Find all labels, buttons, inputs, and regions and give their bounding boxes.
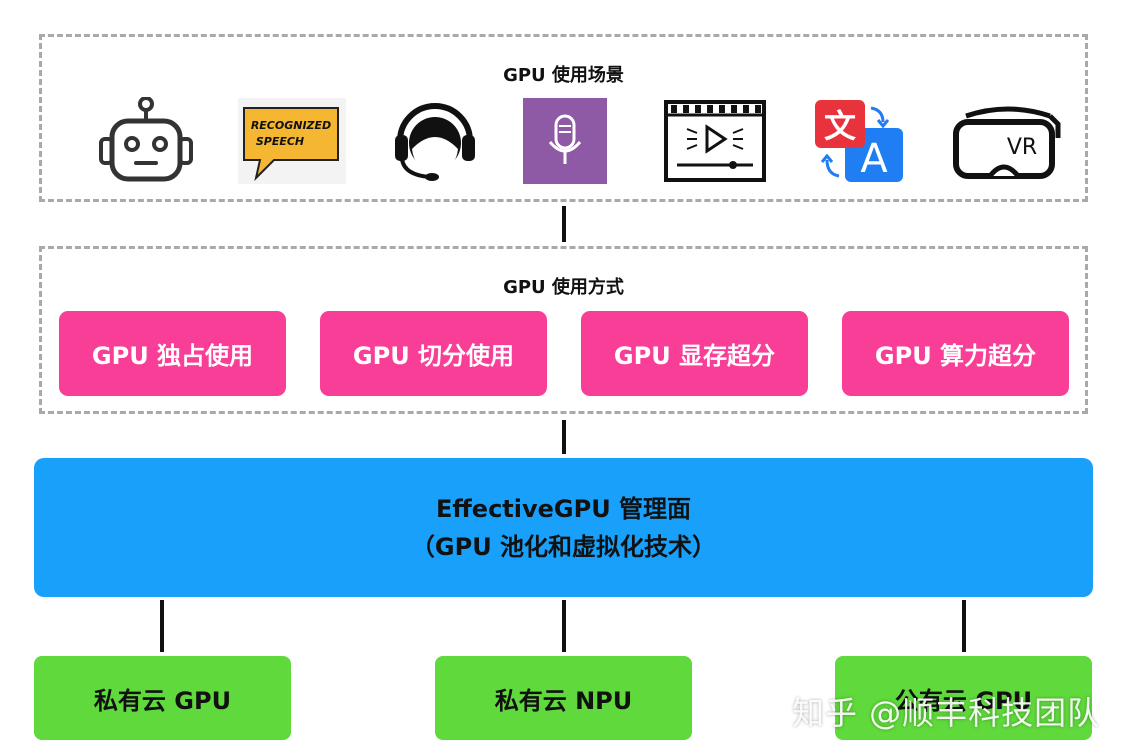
mode-exclusive-button[interactable]: GPU 独占使用 bbox=[59, 311, 286, 396]
management-title: EffectiveGPU 管理面 bbox=[435, 494, 692, 523]
vr-label: VR bbox=[1007, 135, 1037, 160]
speech-line1: RECOGNIZED bbox=[251, 119, 331, 132]
public-cloud-gpu[interactable]: 公有云 GPU bbox=[835, 656, 1092, 740]
mode-memory-oversub-button[interactable]: GPU 显存超分 bbox=[581, 311, 808, 396]
translate-en-glyph: A bbox=[860, 136, 888, 182]
robot-icon bbox=[96, 97, 196, 185]
translate-zh-glyph: 文 bbox=[824, 107, 856, 145]
mode-compute-oversub-button[interactable]: GPU 算力超分 bbox=[842, 311, 1069, 396]
connector-private-gpu bbox=[160, 600, 164, 652]
video-player-icon bbox=[663, 97, 767, 185]
modes-title: GPU 使用方式 bbox=[503, 277, 624, 298]
scenarios-title: GPU 使用场景 bbox=[503, 65, 624, 86]
connector-private-npu bbox=[562, 600, 566, 652]
headset-support-icon bbox=[390, 97, 480, 185]
microphone-icon bbox=[523, 97, 607, 185]
speech-line2: SPEECH bbox=[256, 135, 304, 148]
zhihu-watermark: 知乎 @顺丰科技团队 bbox=[792, 694, 1101, 732]
mode-partition-button[interactable]: GPU 切分使用 bbox=[320, 311, 547, 396]
private-cloud-gpu[interactable]: 私有云 GPU bbox=[34, 656, 291, 740]
connector-modes-management bbox=[562, 420, 566, 454]
connector-scenarios-modes bbox=[562, 206, 566, 242]
recognized-speech-icon: RECOGNIZED SPEECH bbox=[238, 97, 346, 185]
management-subtitle: （GPU 池化和虚拟化技术） bbox=[410, 532, 717, 561]
usage-scenarios-group: GPU 使用场景 RECOGNIZED SPEECH bbox=[39, 34, 1088, 202]
management-plane[interactable]: EffectiveGPU 管理面 （GPU 池化和虚拟化技术） bbox=[34, 458, 1093, 597]
connector-public-gpu bbox=[962, 600, 966, 652]
vr-headset-icon: VR bbox=[952, 97, 1064, 185]
translate-icon: A 文 bbox=[811, 97, 907, 185]
usage-modes-group: GPU 使用方式 GPU 独占使用 GPU 切分使用 GPU 显存超分 GPU … bbox=[39, 246, 1088, 414]
private-cloud-npu[interactable]: 私有云 NPU bbox=[435, 656, 692, 740]
